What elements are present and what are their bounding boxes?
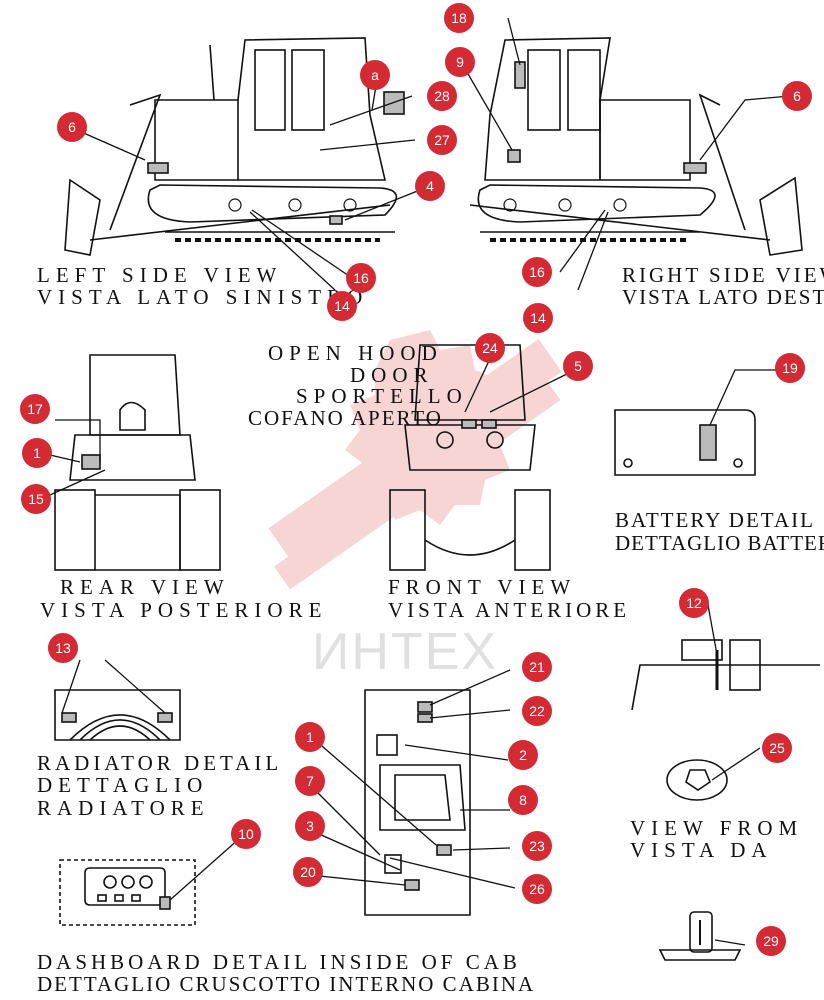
- battery-detail-label-it: DETTAGLIO BATTERIE: [615, 531, 824, 555]
- radiator-detail-drawing: [54, 689, 181, 741]
- callout-28: 28: [427, 81, 457, 111]
- open-hood-sportello-label: SPORTELLO: [296, 384, 468, 408]
- left-side-view-label-it: VISTA LATO SINISTRO: [37, 285, 369, 309]
- callout-20: 20: [293, 857, 323, 887]
- right-side-view-label: RIGHT SIDE VIEW: [622, 263, 824, 287]
- callout-3: 3: [295, 811, 325, 841]
- callout-1-panel: 1: [295, 722, 325, 752]
- view-from-label-it: VISTA DA: [630, 838, 773, 862]
- callout-5: 5: [563, 351, 593, 381]
- dashboard-detail-drawing: [59, 859, 196, 926]
- callout-26: 26: [522, 874, 552, 904]
- callout-19: 19: [775, 353, 805, 383]
- radiator-detail-label: RADIATOR DETAIL: [37, 751, 283, 775]
- callout-6-left: 6: [57, 112, 87, 142]
- callout-4: 4: [415, 171, 445, 201]
- callout-22: 22: [522, 696, 552, 726]
- engine-panel-drawing: [364, 689, 471, 916]
- callout-18: 18: [444, 3, 474, 33]
- battery-detail-label: BATTERY DETAIL: [615, 508, 815, 532]
- radiator-detail-label-it: DETTAGLIO: [37, 773, 209, 797]
- rear-view-label-it: VISTA POSTERIORE: [40, 598, 328, 622]
- part-29-drawing: [658, 911, 742, 961]
- battery-detail-drawing: [614, 409, 756, 476]
- callout-8: 8: [508, 785, 538, 815]
- dashboard-detail-label: DASHBOARD DETAIL INSIDE OF CAB: [37, 950, 521, 974]
- callout-14-left: 14: [327, 291, 357, 321]
- callout-9: 9: [445, 47, 475, 77]
- callout-29: 29: [756, 926, 786, 956]
- callout-10: 10: [231, 819, 261, 849]
- watermark-text: ИНТЕХ: [312, 623, 499, 681]
- rear-view-drawing: [54, 354, 221, 571]
- callout-12: 12: [679, 588, 709, 618]
- callout-7: 7: [295, 766, 325, 796]
- callout-14-right: 14: [523, 303, 553, 333]
- view-from-label: VIEW FROM: [630, 816, 804, 840]
- callout-17: 17: [20, 394, 50, 424]
- open-hood-door-label: DOOR: [350, 363, 434, 387]
- callout-25: 25: [762, 733, 792, 763]
- callout-16-left: 16: [346, 263, 376, 293]
- rear-view-label: REAR VIEW: [60, 575, 230, 599]
- callout-15: 15: [21, 484, 51, 514]
- radiator-detail-label-it-2: RADIATORE: [37, 796, 210, 820]
- dashboard-detail-label-it: DETTAGLIO CRUSCOTTO INTERNO CABINA: [37, 972, 536, 996]
- open-hood-label: OPEN HOOD: [268, 341, 443, 365]
- callout-16-right: 16: [522, 257, 552, 287]
- callout-1-rear: 1: [22, 438, 52, 468]
- view-from-detail-drawing: [631, 639, 820, 801]
- callout-23: 23: [522, 831, 552, 861]
- callout-13: 13: [48, 633, 78, 663]
- right-side-view-label-it: VISTA LATO DESTRO: [622, 285, 824, 309]
- callout-21: 21: [522, 652, 552, 682]
- callout-6-right: 6: [782, 81, 812, 111]
- callout-27: 27: [427, 125, 457, 155]
- open-hood-cofano-label: COFANO APERTO: [248, 406, 443, 430]
- right-side-view-drawing: [469, 37, 803, 256]
- front-view-label-it: VISTA ANTERIORE: [388, 598, 631, 622]
- callout-2: 2: [508, 740, 538, 770]
- callout-24: 24: [475, 333, 505, 363]
- callout-a: a: [360, 60, 390, 90]
- left-side-view-label: LEFT SIDE VIEW: [37, 263, 283, 287]
- front-view-label: FRONT VIEW: [388, 575, 577, 599]
